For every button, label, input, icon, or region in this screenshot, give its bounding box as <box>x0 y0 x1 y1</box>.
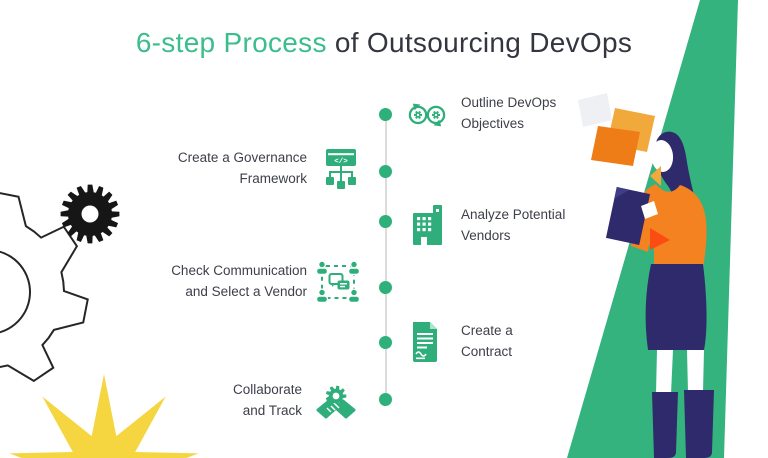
step-4-label: Check Communication and Select a Vendor <box>171 261 307 302</box>
timeline-dot-2 <box>379 165 392 178</box>
step-5-line-2: Contract <box>461 343 513 359</box>
hand <box>641 201 658 219</box>
step-3-line-1: Analyze Potential <box>461 207 566 222</box>
step-3-label: Analyze Potential Vendors <box>461 205 565 246</box>
step-4-line-2: and Select a Vendor <box>185 283 307 299</box>
step-3-line-2: Vendors <box>461 227 511 243</box>
collaboration-icon <box>316 385 356 419</box>
step-1-line-1: Outline DevOps <box>461 95 557 110</box>
chest-triangle <box>650 228 670 250</box>
orange-diamond <box>591 126 640 166</box>
yellow-starburst <box>9 374 199 458</box>
right-leg <box>687 350 704 392</box>
step-1-line-2: Objectives <box>461 115 525 131</box>
step-2-line-1: Create a Governance <box>177 150 307 165</box>
timeline-dot-5 <box>379 336 392 349</box>
timeline-dot-6 <box>379 393 392 406</box>
chat-bubbles <box>328 273 350 290</box>
page-title: 6-step Process of Outsourcing DevOps <box>0 27 768 59</box>
step-6-line-1: Collaborate <box>232 382 302 397</box>
step-5-line-1: Create a <box>461 323 513 338</box>
left-boot <box>652 392 678 458</box>
step-6-line-2: and Track <box>242 402 302 418</box>
timeline-line <box>385 115 387 400</box>
outline-gear-icon <box>0 191 89 393</box>
people <box>315 260 361 304</box>
step-2-line-2: Framework <box>239 170 307 186</box>
code-glyph: </> <box>334 158 348 166</box>
woman-with-tablet-illustration <box>605 131 714 458</box>
timeline-dot-3 <box>379 215 392 228</box>
step-4-line-1: Check Communication <box>171 263 307 278</box>
tablet <box>605 187 651 245</box>
step-1-label: Outline DevOps Objectives <box>461 93 556 134</box>
governance-framework-icon: </> <box>326 149 356 189</box>
skirt <box>645 264 707 350</box>
title-rest: of Outsourcing DevOps <box>326 27 633 58</box>
step-2-label: Create a Governance Framework <box>178 148 307 189</box>
timeline-dot-1 <box>379 108 392 121</box>
right-boot <box>684 390 714 458</box>
gray-diamond <box>578 93 612 127</box>
black-gear-icon <box>60 184 120 244</box>
communication-icon <box>315 260 361 304</box>
building-icon <box>413 205 442 245</box>
left-leg <box>656 350 673 394</box>
title-highlight: 6-step Process <box>135 27 327 58</box>
jaw-shadow <box>650 166 661 186</box>
step-5-label: Create a Contract <box>461 321 513 362</box>
timeline-dot-4 <box>379 281 392 294</box>
step-6-label: Collaborate and Track <box>233 380 302 421</box>
contract-icon <box>413 322 437 362</box>
devops-loop-icon <box>408 103 446 127</box>
face <box>650 140 674 172</box>
